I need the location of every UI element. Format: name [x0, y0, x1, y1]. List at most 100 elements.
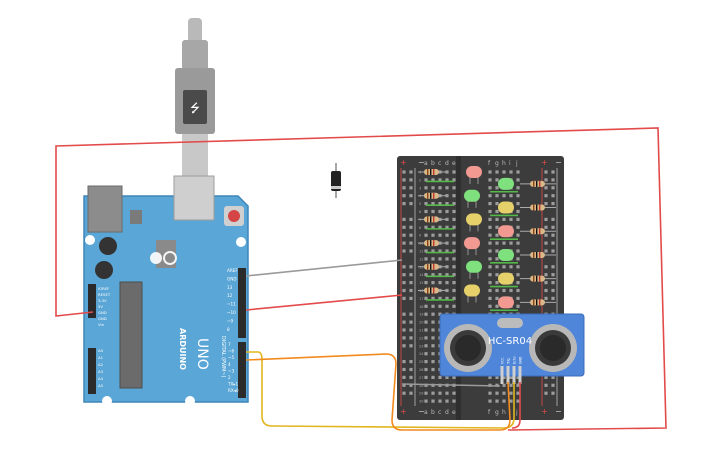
resistor-right[interactable]: [520, 228, 556, 235]
led[interactable]: [466, 213, 482, 232]
breadboard-hole: [445, 217, 449, 221]
breadboard-hole: [438, 225, 442, 229]
led[interactable]: [498, 201, 514, 214]
analog-label: A4: [98, 376, 104, 381]
breadboard-hole: [495, 399, 499, 403]
led-resistor-array[interactable]: [418, 166, 556, 312]
resistor-left[interactable]: [418, 240, 446, 247]
led[interactable]: [466, 260, 482, 279]
wire-yellow-echo[interactable]: [246, 351, 515, 429]
reset-button[interactable]: [228, 210, 240, 222]
row-number: 29: [419, 392, 423, 396]
breadboard-hole: [516, 249, 520, 253]
breadboard-hole: [452, 257, 456, 261]
header-label-bottom: TX▸1: [227, 382, 239, 387]
led[interactable]: [498, 272, 514, 285]
rail-hole: [551, 202, 555, 206]
rail-hole: [402, 202, 406, 206]
resistor-right[interactable]: [520, 299, 556, 306]
resistor-band: [430, 169, 432, 175]
resistor-body: [424, 263, 439, 270]
breadboard-hole: [438, 233, 442, 237]
breadboard-center-gap: [456, 156, 461, 420]
header-label-top: 12: [227, 293, 233, 298]
resistor-left[interactable]: [418, 192, 446, 199]
wire-gray-gnd[interactable]: [401, 383, 501, 387]
header-label-bottom: ~3: [228, 368, 235, 373]
breadboard-hole: [452, 178, 456, 182]
column-letter-bottom: g: [495, 409, 499, 416]
rail-hole: [544, 202, 548, 206]
resistor-right[interactable]: [520, 275, 556, 282]
resistor-left[interactable]: [418, 287, 446, 294]
breadboard-hole: [452, 273, 456, 277]
rail-hole: [544, 375, 548, 379]
resistor-left[interactable]: [418, 263, 446, 270]
led[interactable]: [464, 284, 480, 303]
breadboard-hole: [452, 304, 456, 308]
resistor-band: [433, 192, 435, 199]
arduino-uno-board[interactable]: ARDUINO UNO DIGITAL (PWM~) AREFGND1312~1…: [83, 175, 249, 406]
led[interactable]: [498, 225, 514, 238]
breadboard-hole: [495, 265, 499, 269]
wire-red-signal[interactable]: [245, 294, 403, 311]
power-header[interactable]: [88, 348, 96, 394]
resistor-right[interactable]: [520, 204, 556, 211]
resistor-body: [530, 251, 545, 258]
wires[interactable]: [55, 127, 667, 431]
breadboard-hole: [452, 296, 456, 300]
breadboard-hole: [452, 281, 456, 285]
led-dome: [498, 272, 514, 285]
breadboard-hole: [452, 375, 456, 379]
row-number: 24: [419, 352, 424, 356]
wire-power-red-long[interactable]: [55, 127, 667, 431]
wire-orange-trig[interactable]: [245, 353, 511, 431]
led[interactable]: [464, 189, 480, 208]
resistor-band: [433, 263, 435, 270]
wire-gray-signal[interactable]: [245, 259, 403, 277]
breadboard-hole: [438, 186, 442, 190]
led[interactable]: [498, 177, 514, 190]
rail-hole: [409, 273, 413, 277]
diode[interactable]: [331, 163, 341, 198]
resistor-right[interactable]: [520, 251, 556, 258]
rail-hole: [544, 391, 548, 395]
breadboard-hole: [488, 375, 492, 379]
resistor-left[interactable]: [418, 216, 446, 223]
digital-header-top[interactable]: [238, 268, 246, 338]
sensor-pin: [506, 366, 510, 384]
breadboard-hole: [516, 217, 520, 221]
breadboard-hole: [445, 241, 449, 245]
led[interactable]: [464, 237, 480, 256]
wire-red-vcc[interactable]: [511, 382, 521, 429]
resistor-body: [530, 204, 545, 211]
led[interactable]: [498, 248, 514, 261]
usb-symbol-icon: ⭍: [190, 101, 200, 115]
breadboard-hole: [488, 194, 492, 198]
breadboard-hole: [488, 296, 492, 300]
rail-hole: [551, 233, 555, 237]
breadboard-hole: [516, 178, 520, 182]
usb-cable[interactable]: ⭍: [175, 18, 215, 176]
breadboard-hole: [445, 273, 449, 277]
led-dome: [466, 166, 482, 178]
rail-hole: [409, 225, 413, 229]
resistor-band: [430, 287, 432, 294]
row-number: 28: [419, 384, 423, 388]
breadboard-hole: [495, 194, 499, 198]
breadboard-hole: [438, 249, 442, 253]
column-letter-top: h: [502, 160, 506, 167]
resistor-left[interactable]: [418, 169, 446, 175]
resistor-band: [539, 204, 541, 211]
led-dome: [498, 296, 514, 309]
resistor-band: [433, 216, 435, 223]
resistor-body: [424, 216, 439, 223]
resistor-band: [539, 275, 541, 282]
breadboard-hole: [431, 399, 435, 403]
digital-header-bottom[interactable]: [238, 342, 246, 398]
resistor-right[interactable]: [520, 180, 556, 187]
breadboard-hole: [509, 391, 513, 395]
led[interactable]: [498, 296, 514, 309]
led[interactable]: [466, 166, 482, 184]
